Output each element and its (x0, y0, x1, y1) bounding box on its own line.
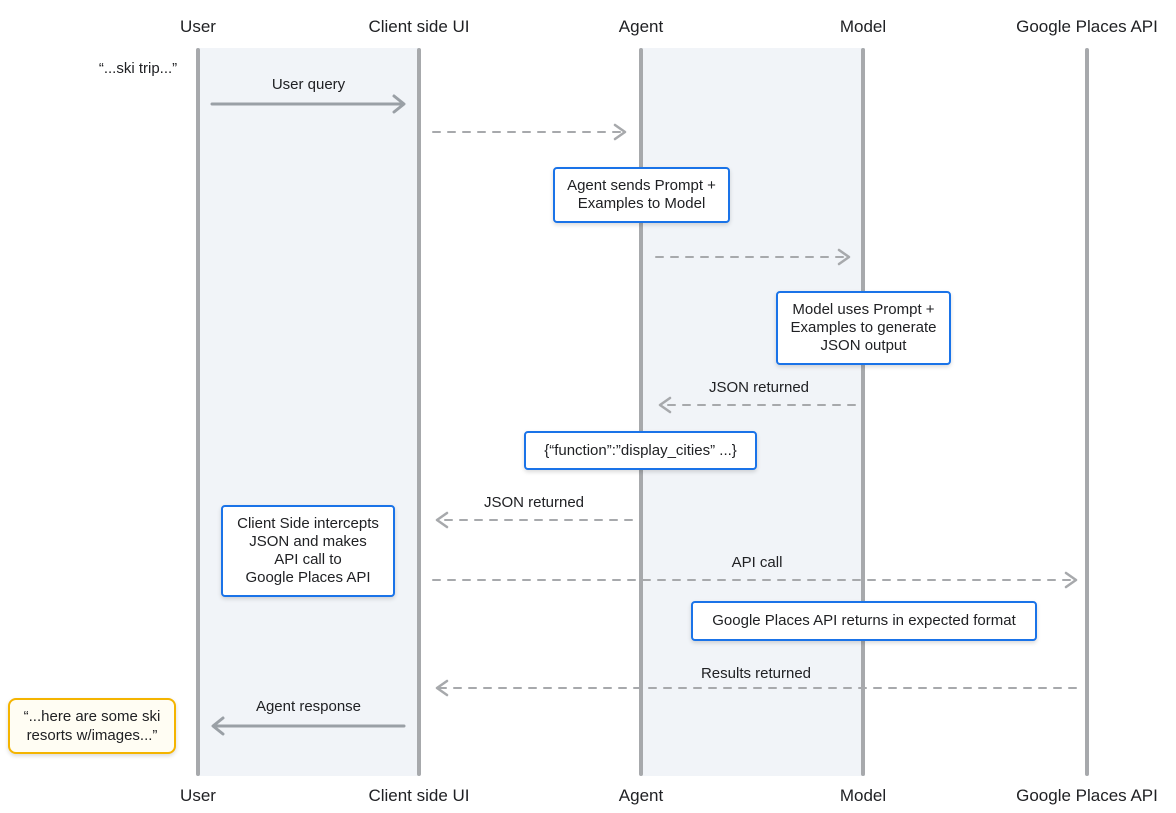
label-user-query: User query (271, 76, 346, 93)
footer-model: Model (839, 786, 887, 805)
box-client-intercepts: Client Side intercepts JSON and makes AP… (221, 505, 395, 597)
box-model-uses-line-1: Model uses Prompt + (792, 301, 935, 318)
arrowhead-agent-to-client (435, 511, 449, 529)
arrowhead-client-to-agent (613, 123, 627, 141)
box-model-uses-line-2: Examples to generate (790, 319, 937, 336)
lifeline-agent (639, 48, 643, 776)
user-query-quote: “...ski trip...” (98, 60, 178, 77)
arrowhead-places-to-client (435, 679, 449, 697)
json-snippet-text: {“function”:”display_cities” ...} (544, 441, 737, 459)
label-json-returned-agent: JSON returned (483, 494, 585, 511)
arrowhead-agent-response (211, 716, 225, 736)
box-model-uses-prompt: Model uses Prompt + Examples to generate… (776, 291, 951, 365)
box-client-intercepts-line-4: Google Places API (245, 569, 371, 586)
final-response-line-1: “...here are some ski (23, 708, 161, 725)
label-json-returned-model: JSON returned (708, 379, 810, 396)
footer-places: Google Places API (1016, 786, 1158, 805)
lifeline-client (417, 48, 421, 776)
label-results-returned: Results returned (700, 665, 812, 682)
label-api-call: API call (731, 554, 783, 571)
footer-user: User (180, 786, 216, 805)
footer-client: Client side UI (368, 786, 470, 805)
arrowhead-client-to-places (1064, 571, 1078, 589)
box-places-returns: Google Places API returns in expected fo… (691, 601, 1037, 641)
box-places-returns-text: Google Places API returns in expected fo… (712, 612, 1016, 629)
box-agent-sends-line-1: Agent sends Prompt + (567, 177, 716, 194)
header-model: Model (839, 17, 887, 36)
lifeline-user (196, 48, 200, 776)
header-agent: Agent (618, 17, 664, 36)
header-client: Client side UI (368, 17, 470, 36)
box-agent-sends-line-2: Examples to Model (577, 195, 706, 212)
header-user: User (180, 17, 216, 36)
box-client-intercepts-line-2: JSON and makes (249, 533, 367, 550)
final-response-quote: “...here are some ski resorts w/images..… (8, 698, 176, 754)
box-model-uses-line-3: JSON output (820, 337, 907, 354)
box-json-snippet: {“function”:”display_cities” ...} (524, 431, 757, 470)
lane-background-user-client (197, 48, 420, 776)
box-agent-sends-prompt: Agent sends Prompt + Examples to Model (553, 167, 730, 223)
box-client-intercepts-line-3: API call to (274, 551, 342, 568)
footer-agent: Agent (618, 786, 664, 805)
arrowhead-user-query (392, 94, 406, 114)
lifeline-model (861, 48, 865, 776)
final-response-line-2: resorts w/images...” (26, 727, 158, 744)
arrowhead-model-to-agent (658, 396, 672, 414)
arrowhead-agent-to-model (837, 248, 851, 266)
box-client-intercepts-line-1: Client Side intercepts (237, 515, 379, 532)
label-agent-response: Agent response (255, 698, 362, 715)
header-places: Google Places API (1016, 17, 1158, 36)
lifeline-places (1085, 48, 1089, 776)
